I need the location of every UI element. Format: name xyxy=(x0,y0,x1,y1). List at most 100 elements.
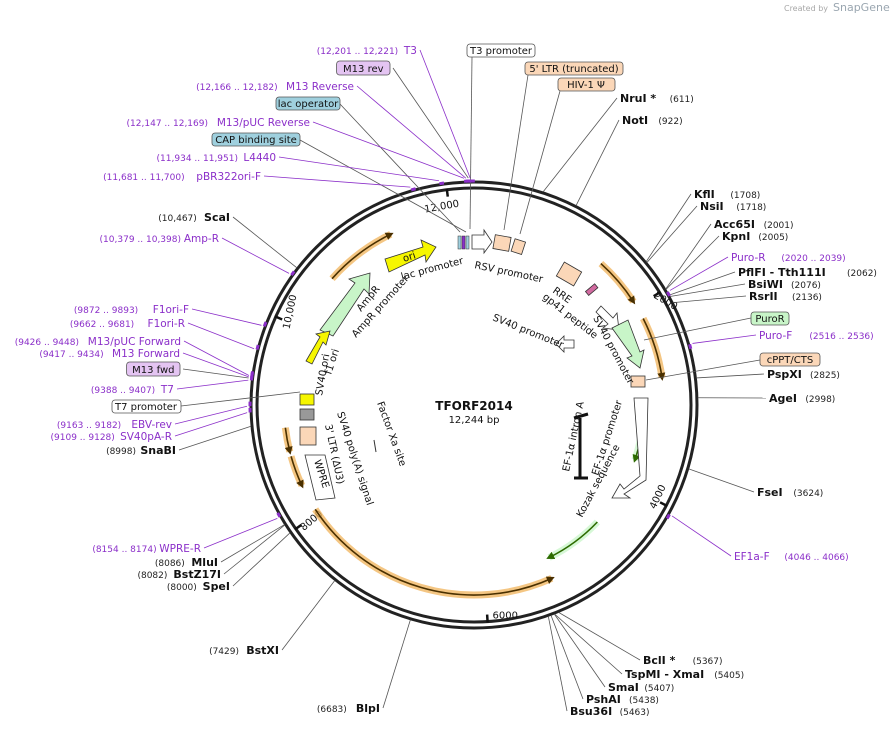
enzyme-leader xyxy=(558,612,641,661)
primer-leader xyxy=(312,121,465,179)
enzyme-site-bstz17i[interactable]: BstZ17I(8082) xyxy=(137,568,221,581)
enzyme-name: NsiI xyxy=(700,200,724,213)
feature-lac-operator[interactable]: lac operator xyxy=(275,96,461,233)
primer-m13-fwd[interactable]: M13 fwd xyxy=(126,361,254,379)
orf-arc[interactable] xyxy=(331,232,394,280)
wpre-box[interactable] xyxy=(304,454,336,501)
feature-cppt-cts[interactable]: cPPT/CTS xyxy=(645,352,821,381)
enzyme-site-pshai[interactable]: PshAI(5438) xyxy=(586,693,659,706)
enzyme-leader xyxy=(220,524,285,563)
enzyme-site-pflfi-tth111i[interactable]: PflFI - Tth111I(2062) xyxy=(738,266,877,279)
orf-arc[interactable] xyxy=(546,521,598,559)
orf-arc-bg xyxy=(547,519,600,561)
enzyme-site-bsiwi[interactable]: BsiWI(2076) xyxy=(748,278,821,291)
enzyme-site-acc65i[interactable]: Acc65I(2001) xyxy=(714,218,794,231)
enzyme-site-kpni[interactable]: KpnI(2005) xyxy=(722,230,788,243)
orf-arcs xyxy=(281,231,666,599)
enzyme-site-spei[interactable]: SpeI(8000) xyxy=(167,580,230,593)
enzyme-position: (2001) xyxy=(764,221,794,231)
cppt-box[interactable] xyxy=(630,375,646,388)
enzyme-site-bstxi[interactable]: BstXI(7429) xyxy=(209,644,279,657)
enzyme-site-kfli[interactable]: KflI(1708) xyxy=(694,188,760,201)
enzyme-name: BclI * xyxy=(643,654,676,667)
primer-t7[interactable]: T7(9388 .. 9407) xyxy=(91,375,254,396)
ltr-box[interactable] xyxy=(492,234,512,252)
orf-arc[interactable] xyxy=(600,262,636,305)
enzyme-site-pspxi[interactable]: PspXI(2825) xyxy=(767,368,840,381)
enzyme-site-noti[interactable]: NotI(922) xyxy=(622,114,683,127)
label-ef1a-intron: EF-1α intron A xyxy=(561,401,587,473)
enzyme-site-bcli-[interactable]: BclI *(5367) xyxy=(643,654,723,667)
primer-m13-rev[interactable]: M13 rev xyxy=(336,60,473,183)
orf-arc[interactable] xyxy=(284,427,293,455)
gp41-peptide-box[interactable] xyxy=(584,283,599,296)
primer-m13-puc-reverse[interactable]: M13/pUC Reverse(12,147 .. 12,169) xyxy=(127,117,469,183)
primer-position: (12,166 .. 12,182) xyxy=(196,83,277,93)
primer-sv40pa-r[interactable]: SV40pA-R(9109 .. 9128) xyxy=(51,407,252,443)
sv40-polya-box[interactable] xyxy=(299,408,315,421)
enzyme-site-bsu36i[interactable]: Bsu36I(5463) xyxy=(570,705,650,718)
ampr-arrow[interactable] xyxy=(319,272,371,337)
inner-feature-shapes xyxy=(299,228,649,501)
tick-6000 xyxy=(485,614,489,623)
enzyme-site-mlui[interactable]: MluI(8086) xyxy=(155,556,218,569)
primer-amp-r[interactable]: Amp-R(10,379 .. 10,398) xyxy=(100,233,296,277)
ltr3-box[interactable] xyxy=(299,426,317,446)
feature-t3-promoter[interactable]: T3 promoter xyxy=(466,43,536,230)
sv40-promoter-arrow-right[interactable] xyxy=(595,305,620,331)
feature-cap-binding-site[interactable]: CAP binding site xyxy=(211,132,467,233)
enzyme-position: (2076) xyxy=(791,281,821,291)
primer-leader xyxy=(187,322,255,350)
enzyme-site-smai[interactable]: SmaI(5407) xyxy=(608,681,674,694)
primer-box xyxy=(126,361,181,377)
primer-f1ori-f[interactable]: F1ori-F(9872 .. 9893) xyxy=(74,304,268,327)
f1-ori-arrow[interactable] xyxy=(305,330,331,365)
enzyme-name: PflFI - Tth111I xyxy=(738,266,826,279)
enzyme-site-nsii[interactable]: NsiI(1718) xyxy=(700,200,766,213)
enzyme-position: (611) xyxy=(670,95,694,105)
primer-ebv-rev[interactable]: EBV-rev(9163 .. 9182) xyxy=(57,401,252,431)
primer-leader xyxy=(182,352,249,378)
rre-box[interactable] xyxy=(555,261,583,287)
feature-hiv-psi[interactable]: HIV-1 Ψ xyxy=(519,77,616,235)
tick-10000 xyxy=(274,315,283,321)
primer-position: (9417 .. 9434) xyxy=(39,350,103,360)
primer-position: (11,681 .. 11,700) xyxy=(103,173,184,183)
primer-pbr322ori-f[interactable]: pBR322ori-F(11,681 .. 11,700) xyxy=(103,171,417,192)
puror-arrow[interactable] xyxy=(611,319,645,369)
feature-puror[interactable]: PuroR xyxy=(643,311,790,341)
primer-ef1a-f[interactable]: EF1a-F(4046 .. 4066) xyxy=(665,513,849,563)
ori-arrow[interactable] xyxy=(384,239,437,273)
primer-l4440[interactable]: L4440(11,934 .. 11,951) xyxy=(157,152,445,186)
primer-name: M13 Reverse xyxy=(286,81,354,93)
enzyme-position: (8000) xyxy=(167,583,197,593)
primer-puro-r[interactable]: Puro-R(2020 .. 2039) xyxy=(666,252,846,297)
feature-5ltr[interactable]: 5' LTR (truncated) xyxy=(503,61,624,231)
psi-box[interactable] xyxy=(510,238,527,256)
orf-arc[interactable] xyxy=(290,456,304,489)
feature-t7-promoter[interactable]: T7 promoter xyxy=(111,391,301,414)
enzyme-site-nrui-[interactable]: NruI *(611) xyxy=(620,92,694,105)
primer-leader xyxy=(176,379,249,390)
primer-leader xyxy=(183,340,250,376)
ef1a-promoter-arrow[interactable] xyxy=(611,397,649,499)
enzyme-site-snabi[interactable]: SnaBI(8998) xyxy=(106,444,176,457)
primer-puro-f[interactable]: Puro-F(2516 .. 2536) xyxy=(688,330,874,350)
enzyme-site-tspmi-xmai[interactable]: TspMI - XmaI(5405) xyxy=(625,668,744,681)
primer-wpre-r[interactable]: WPRE-R(8154 .. 8174) xyxy=(92,512,282,555)
orf-arc[interactable] xyxy=(314,508,555,596)
enzyme-site-fsei[interactable]: FseI(3624) xyxy=(757,486,823,499)
enzyme-site-agei[interactable]: AgeI(2998) xyxy=(769,392,835,405)
primer-m13-reverse[interactable]: M13 Reverse (12,166 .. 12,182) xyxy=(196,81,471,183)
enzyme-site-blpi[interactable]: BlpI(6683) xyxy=(317,702,380,715)
primer-name: Puro-F xyxy=(759,330,792,342)
orf-arc[interactable] xyxy=(642,318,666,381)
enzyme-site-scai[interactable]: ScaI(10,467) xyxy=(158,211,230,224)
label-ori: ori xyxy=(402,250,418,264)
sv40-ori-box[interactable] xyxy=(299,393,315,406)
enzyme-leader xyxy=(673,295,747,304)
sv40-promoter-arrow-center[interactable] xyxy=(555,335,575,353)
enzyme-site-rsrii[interactable]: RsrII(2136) xyxy=(749,290,822,303)
rsv-promoter-arrow[interactable] xyxy=(471,228,493,255)
primer-f1ori-r[interactable]: F1ori-R(9662 .. 9681) xyxy=(70,318,260,350)
